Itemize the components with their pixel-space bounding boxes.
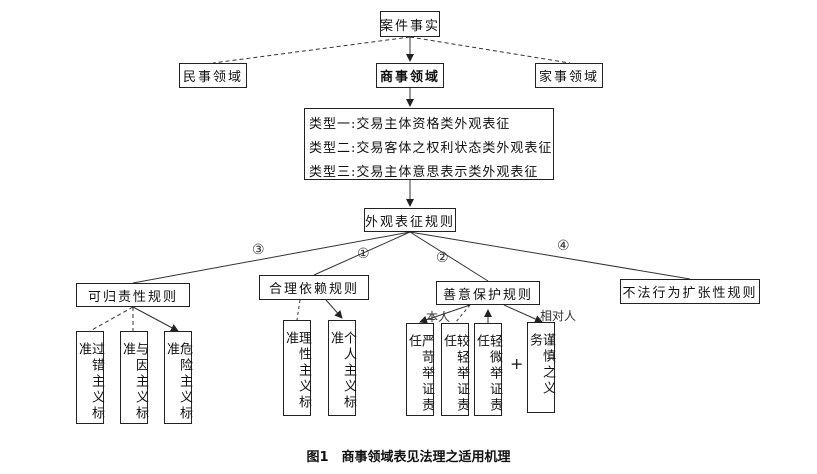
marker-4: ④ <box>557 238 570 254</box>
expansion-rule-box: 不法行为扩张性规则 <box>620 279 760 304</box>
civil-domain-box: 民事领域 <box>179 63 247 88</box>
types-box: 类型一:交易主体资格类外观表征 类型二:交易客体之权利状态类外观表征 类型三:交… <box>304 108 554 180</box>
line-attr-3 <box>132 306 179 332</box>
type-three: 类型三:交易主体意思表示类外观表征 <box>309 165 539 180</box>
attribution-item-causation: 与因主义标准 <box>120 331 148 424</box>
line-gf-4 <box>503 304 543 323</box>
good-faith-item-strict: 严苛举证责任 <box>406 323 434 416</box>
line-rel-2 <box>325 299 343 319</box>
line-to-good-faith <box>409 231 489 282</box>
line-gf-1 <box>419 304 471 324</box>
reliance-item-rational: 理性主义标准 <box>283 320 311 416</box>
commercial-domain-box: 商事领域 <box>376 63 444 88</box>
good-faith-rule-box: 善意保护规则 <box>436 281 540 305</box>
line-rel-1 <box>296 299 301 321</box>
line-attr-1 <box>89 306 134 332</box>
dashed-line-civil <box>212 36 411 64</box>
marker-3: ③ <box>252 242 265 258</box>
reliance-rule-box: 合理依赖规则 <box>259 275 369 300</box>
attribution-item-risk-label: 危险主义标准 <box>164 342 192 422</box>
attribution-item-fault-label: 过错主义标准 <box>76 342 104 422</box>
attribution-item-fault: 过错主义标准 <box>76 331 104 424</box>
label-principal: 本人 <box>426 310 451 324</box>
duty-of-care-label: 谨慎之义务 <box>527 333 555 397</box>
label-counterparty: 相对人 <box>540 309 577 323</box>
case-facts-box: 案件事实 <box>380 11 440 37</box>
reliance-item-individual-label: 个人主义标准 <box>328 331 356 411</box>
good-faith-item-slight: 轻微举证责任 <box>474 323 502 416</box>
line-to-expansion <box>409 231 691 280</box>
reliance-item-rational-label: 理性主义标准 <box>283 331 311 411</box>
type-two: 类型二:交易客体之权利状态类外观表征 <box>309 141 553 156</box>
reliance-item-individual: 个人主义标准 <box>328 320 356 416</box>
type-one: 类型一:交易主体资格类外观表征 <box>309 117 511 132</box>
attribution-rule-box: 可归责性规则 <box>76 283 190 307</box>
figure-caption: 图1 商事领域表见法理之适用机理 <box>306 450 511 465</box>
good-faith-item-slight-label: 轻微举证责任 <box>474 334 502 414</box>
line-to-attribution <box>132 231 411 284</box>
line-to-reliance <box>313 231 411 276</box>
attribution-item-risk: 危险主义标准 <box>164 331 192 424</box>
good-faith-item-strict-label: 严苛举证责任 <box>406 334 434 414</box>
good-faith-item-light-label: 较轻举证责任 <box>441 334 469 414</box>
appearance-rule-box: 外观表征规则 <box>364 208 456 232</box>
dashed-line-family <box>409 36 571 64</box>
plus-sign: + <box>510 354 524 373</box>
attribution-item-causation-label: 与因主义标准 <box>120 342 148 422</box>
duty-of-care-box: 谨慎之义务 <box>527 322 555 413</box>
family-domain-box: 家事领域 <box>535 63 603 88</box>
good-faith-item-light: 较轻举证责任 <box>441 323 469 416</box>
marker-1: ① <box>357 246 370 262</box>
marker-2: ② <box>436 250 449 266</box>
line-gf-2 <box>454 304 471 324</box>
